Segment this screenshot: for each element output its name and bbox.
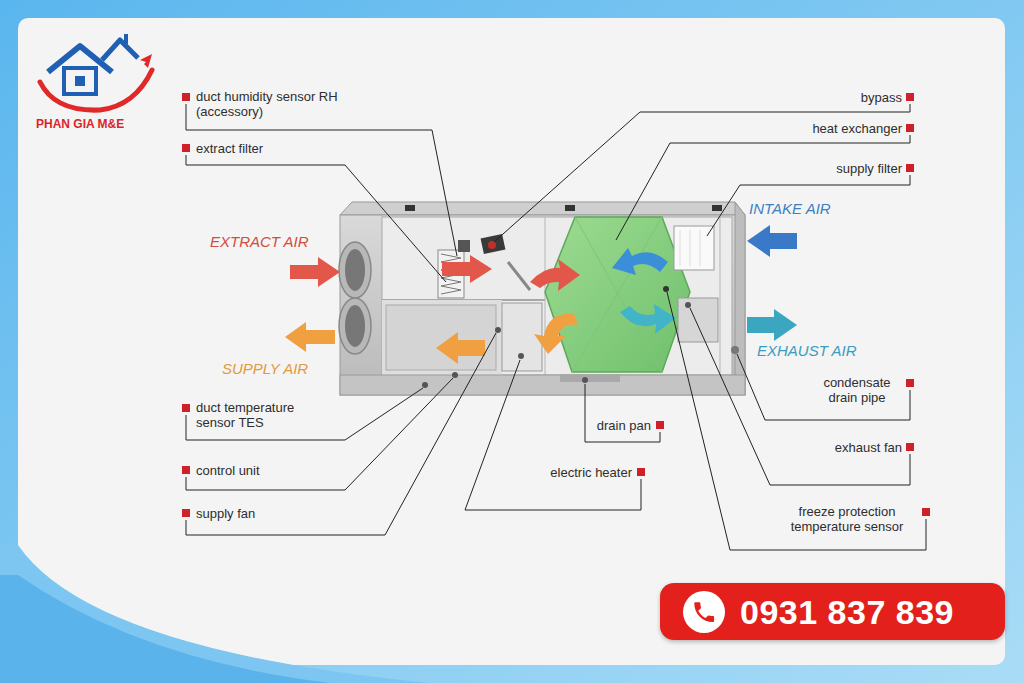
airflow-label: EXTRACT AIR <box>210 234 309 249</box>
label-markers <box>182 93 930 517</box>
part-label: control unit <box>196 463 260 478</box>
part-label: freeze protection temperature sensor <box>777 504 917 534</box>
part-label: electric heater <box>550 465 632 480</box>
part-label: supply filter <box>836 161 902 176</box>
part-label: exhaust fan <box>835 440 902 455</box>
phone-icon-glyph <box>694 602 714 622</box>
part-label: duct humidity sensor RH (accessory) <box>196 89 361 119</box>
leader-lines <box>186 104 926 550</box>
hrv-unit <box>339 202 745 395</box>
part-label: bypass <box>861 90 902 105</box>
swoosh <box>0 575 330 683</box>
part-label: heat exchanger <box>812 121 902 136</box>
swoosh <box>0 545 430 683</box>
phone-icon-disc <box>683 591 725 633</box>
phone-number: 0931 837 839 <box>740 593 987 631</box>
part-label: duct temperature sensor TES <box>196 400 321 430</box>
card <box>18 18 1005 665</box>
part-label: drain pan <box>597 418 651 433</box>
airflow-arrows <box>285 225 797 364</box>
phone-banner: 0931 837 839 <box>660 583 1005 640</box>
phone-icon <box>682 590 726 634</box>
logo-text: PHAN GIA M&E <box>36 117 124 132</box>
airflow-label: INTAKE AIR <box>749 201 831 216</box>
airflow-label: EXHAUST AIR <box>757 343 856 358</box>
airflow-label: SUPPLY AIR <box>222 361 308 376</box>
logo-mark <box>40 34 152 110</box>
part-label: condensate drain pipe <box>812 375 902 405</box>
part-label: extract filter <box>196 141 263 156</box>
part-label: supply fan <box>196 506 255 521</box>
